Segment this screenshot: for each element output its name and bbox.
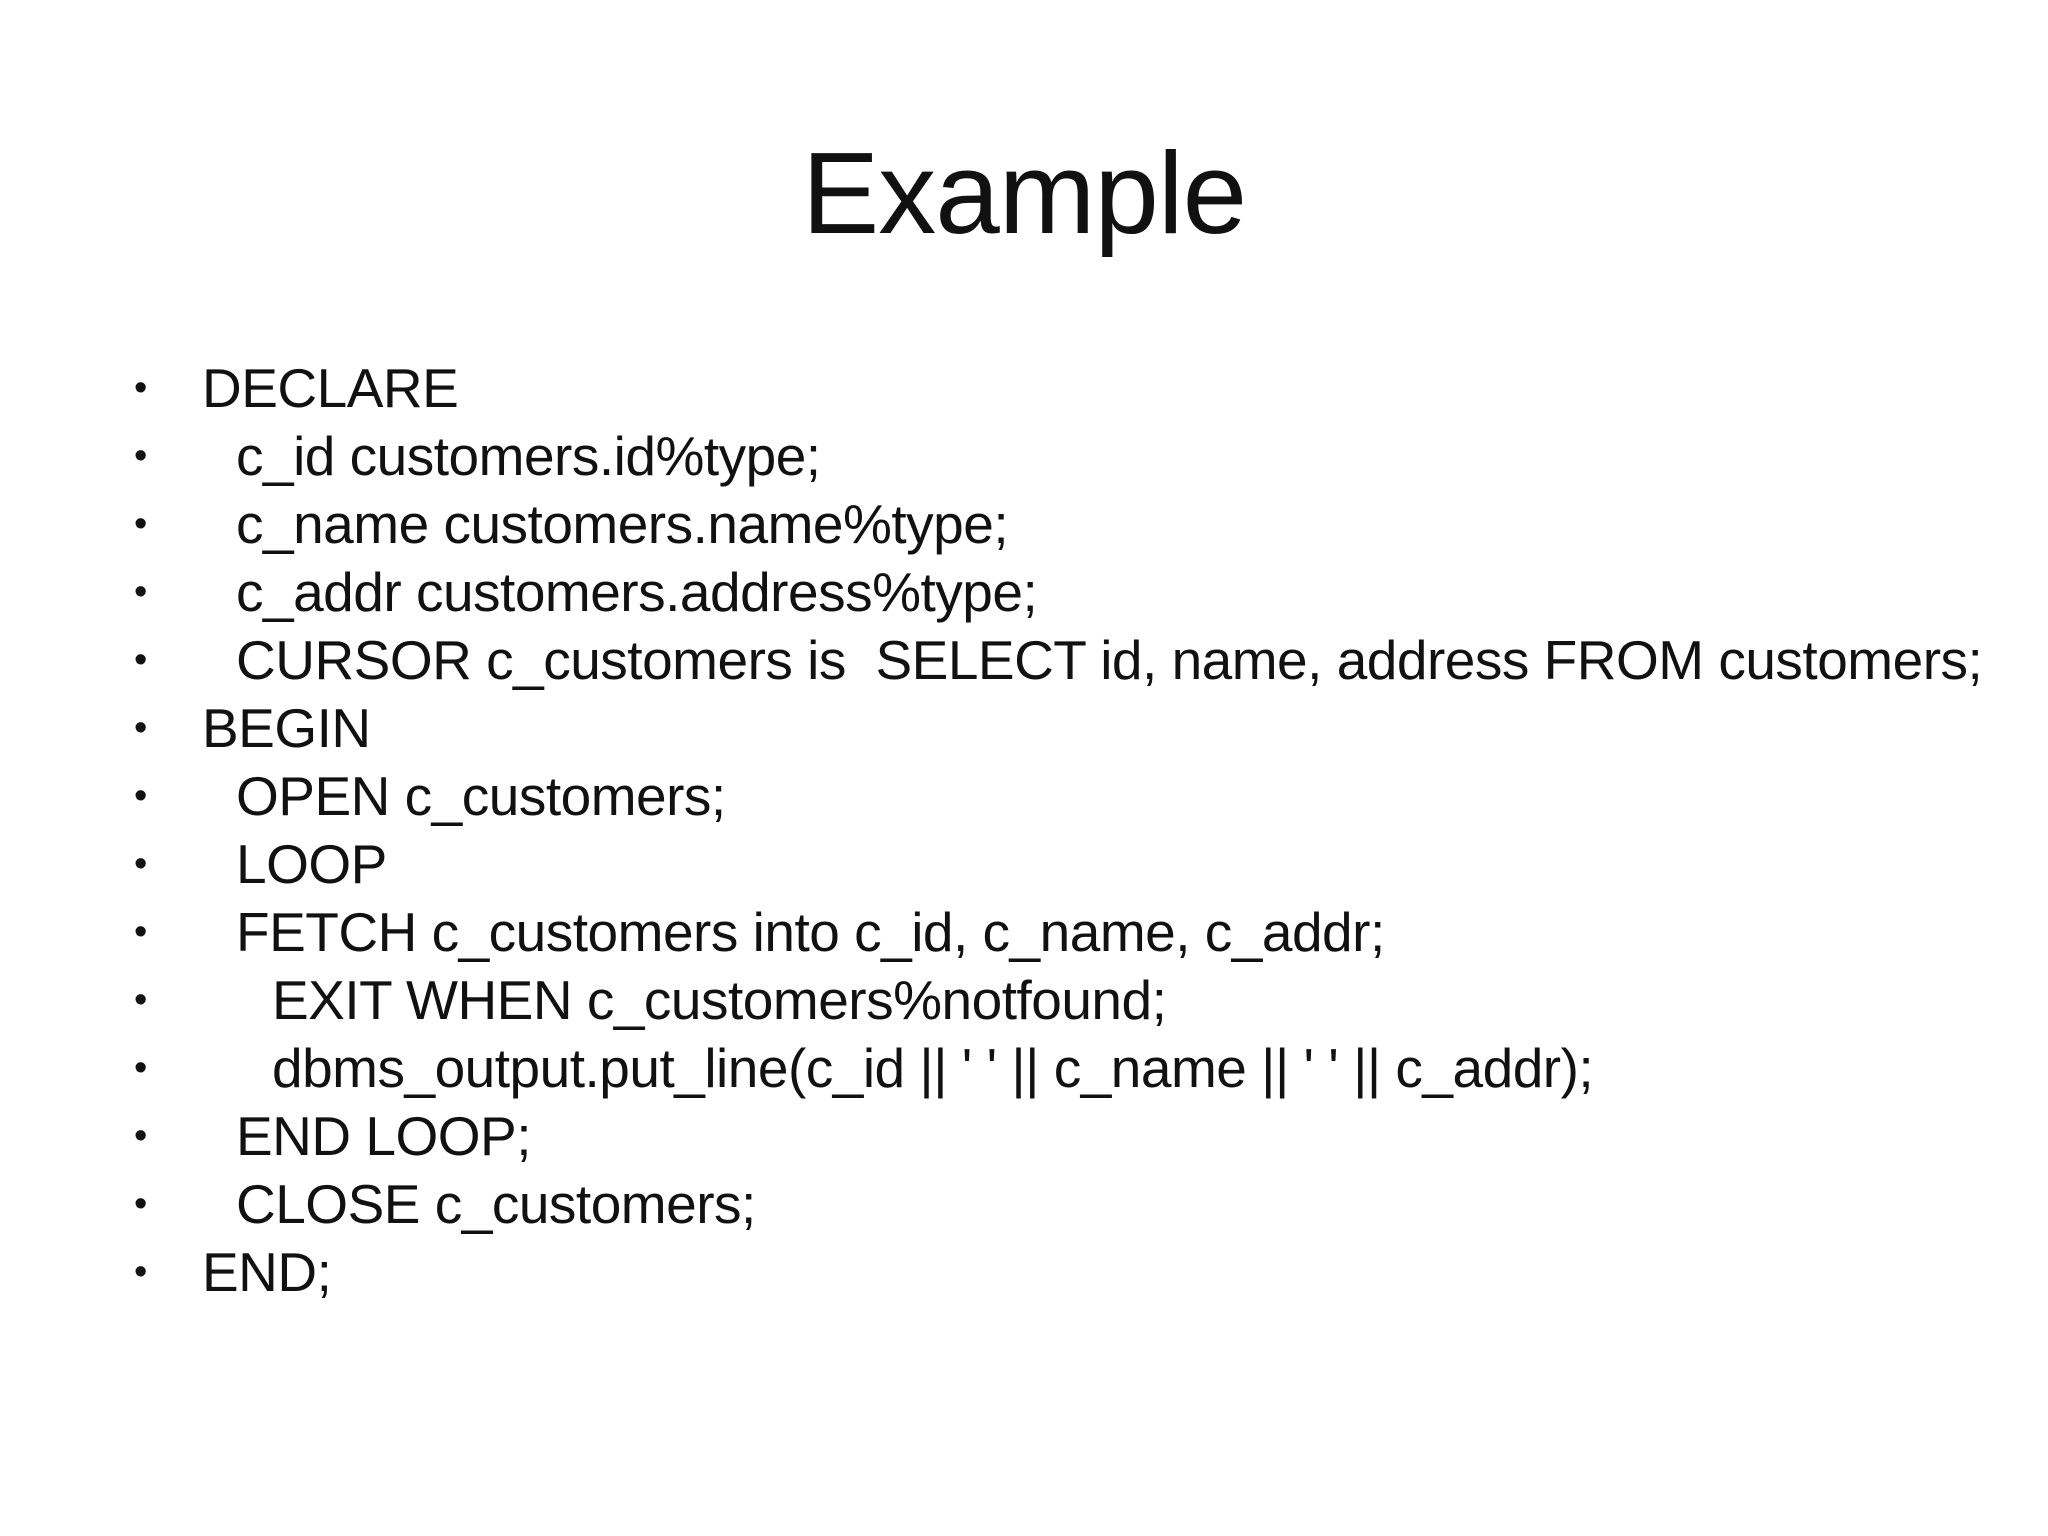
bullet-text: OPEN c_customers; <box>236 765 726 827</box>
bullet-text: CLOSE c_customers; <box>236 1173 756 1235</box>
bullet-icon: • <box>134 1047 148 1089</box>
bullet-icon: • <box>134 1251 148 1293</box>
bullet-text: BEGIN <box>202 697 371 759</box>
list-item: • c_id customers.id%type; <box>0 422 1988 490</box>
bullet-text: c_name customers.name%type; <box>236 493 1009 555</box>
list-item: • c_addr customers.address%type; <box>0 558 1988 626</box>
bullet-text: LOOP <box>236 833 387 895</box>
list-item: • dbms_output.put_line(c_id || ' ' || c_… <box>0 1034 1988 1102</box>
bullet-icon: • <box>134 571 148 613</box>
list-item: • END; <box>0 1238 1988 1306</box>
bullet-icon: • <box>134 843 148 885</box>
list-item: • c_name customers.name%type; <box>0 490 1988 558</box>
list-item: • CLOSE c_customers; <box>0 1170 1988 1238</box>
bullet-text: CURSOR c_customers is SELECT id, name, a… <box>236 629 1983 691</box>
list-item: • END LOOP; <box>0 1102 1988 1170</box>
list-item: • CURSOR c_customers is SELECT id, name,… <box>0 626 1988 694</box>
bullet-icon: • <box>134 979 148 1021</box>
list-item: • FETCH c_customers into c_id, c_name, c… <box>0 898 1988 966</box>
bullet-text: FETCH c_customers into c_id, c_name, c_a… <box>236 901 1385 963</box>
list-item: • LOOP <box>0 830 1988 898</box>
bullet-text: END LOOP; <box>236 1105 532 1167</box>
bullet-text: dbms_output.put_line(c_id || ' ' || c_na… <box>272 1037 1594 1099</box>
bullet-text: DECLARE <box>202 357 459 419</box>
bullet-icon: • <box>134 1115 148 1157</box>
bullet-icon: • <box>134 503 148 545</box>
bullet-icon: • <box>134 911 148 953</box>
bullet-text: c_id customers.id%type; <box>236 425 821 487</box>
list-item: • OPEN c_customers; <box>0 762 1988 830</box>
bullet-icon: • <box>134 435 148 477</box>
bullet-icon: • <box>134 707 148 749</box>
page-title: Example <box>801 128 1247 258</box>
bullet-text: EXIT WHEN c_customers%notfound; <box>272 969 1167 1031</box>
bullet-icon: • <box>134 367 148 409</box>
list-item: • EXIT WHEN c_customers%notfound; <box>0 966 1988 1034</box>
list-item: • DECLARE <box>0 354 1988 422</box>
bullet-icon: • <box>134 639 148 681</box>
bullet-icon: • <box>134 775 148 817</box>
list-item: • BEGIN <box>0 694 1988 762</box>
bullet-text: END; <box>202 1241 332 1303</box>
bullet-list: • DECLARE • c_id customers.id%type; • c_… <box>0 354 1988 1306</box>
bullet-text: c_addr customers.address%type; <box>236 561 1038 623</box>
bullet-icon: • <box>134 1183 148 1225</box>
